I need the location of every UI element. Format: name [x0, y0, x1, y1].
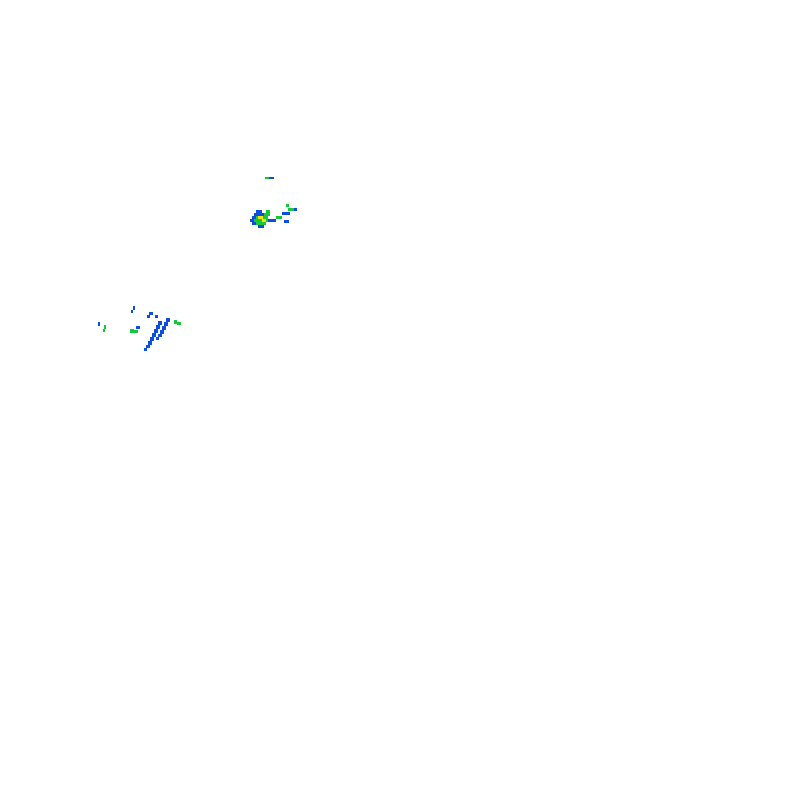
north-cell-core — [258, 216, 266, 222]
west-cell-body — [98, 306, 170, 351]
north-cell-trail — [272, 204, 297, 223]
west-cell-edge — [103, 320, 181, 333]
north-cell-top-streak — [265, 177, 274, 179]
